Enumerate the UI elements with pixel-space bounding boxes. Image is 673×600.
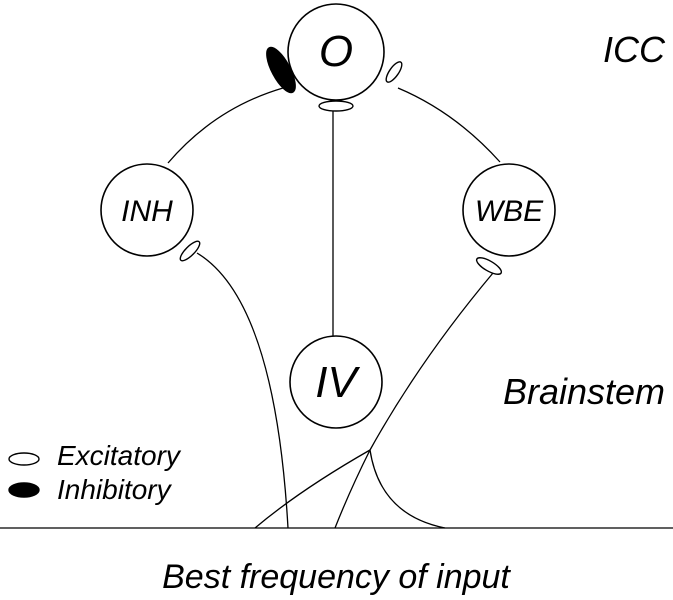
frequency-axis-label: Best frequency of input [162, 558, 511, 596]
node-wbe-circle [462, 163, 556, 257]
input-fiber-wbe [334, 272, 494, 529]
node-iv-label: IV [315, 358, 360, 407]
connection-inh-to-o [167, 87, 284, 164]
node-inh-circle [100, 163, 194, 257]
excitatory-synapse-input-to-inh [179, 240, 201, 262]
input-fiber-inh [196, 252, 289, 529]
connection-o-to-wbe [397, 87, 501, 163]
node-wbe-label: WBE [475, 195, 544, 228]
node-o-circle [287, 3, 385, 101]
node-iv-circle [289, 335, 383, 429]
region-label-brainstem: Brainstem [503, 371, 665, 412]
region-label-icc: ICC [603, 29, 666, 70]
excitatory-synapse-wbe-to-o [385, 61, 403, 83]
excitatory-synapse-input-to-wbe [475, 257, 503, 275]
input-fiber-branch-left [254, 449, 371, 529]
excitatory-synapse-iv-to-o [318, 100, 354, 112]
legend-inhibitory-icon [8, 482, 40, 498]
inhibitory-synapse-inh-to-o [266, 46, 296, 94]
legend-excitatory-label: Excitatory [57, 440, 182, 471]
input-fiber-branch-right [369, 449, 446, 529]
legend-inhibitory-label: Inhibitory [57, 474, 173, 505]
node-inh-label: INH [121, 195, 173, 228]
node-o-label: O [319, 27, 353, 76]
legend-excitatory-icon [8, 452, 40, 466]
